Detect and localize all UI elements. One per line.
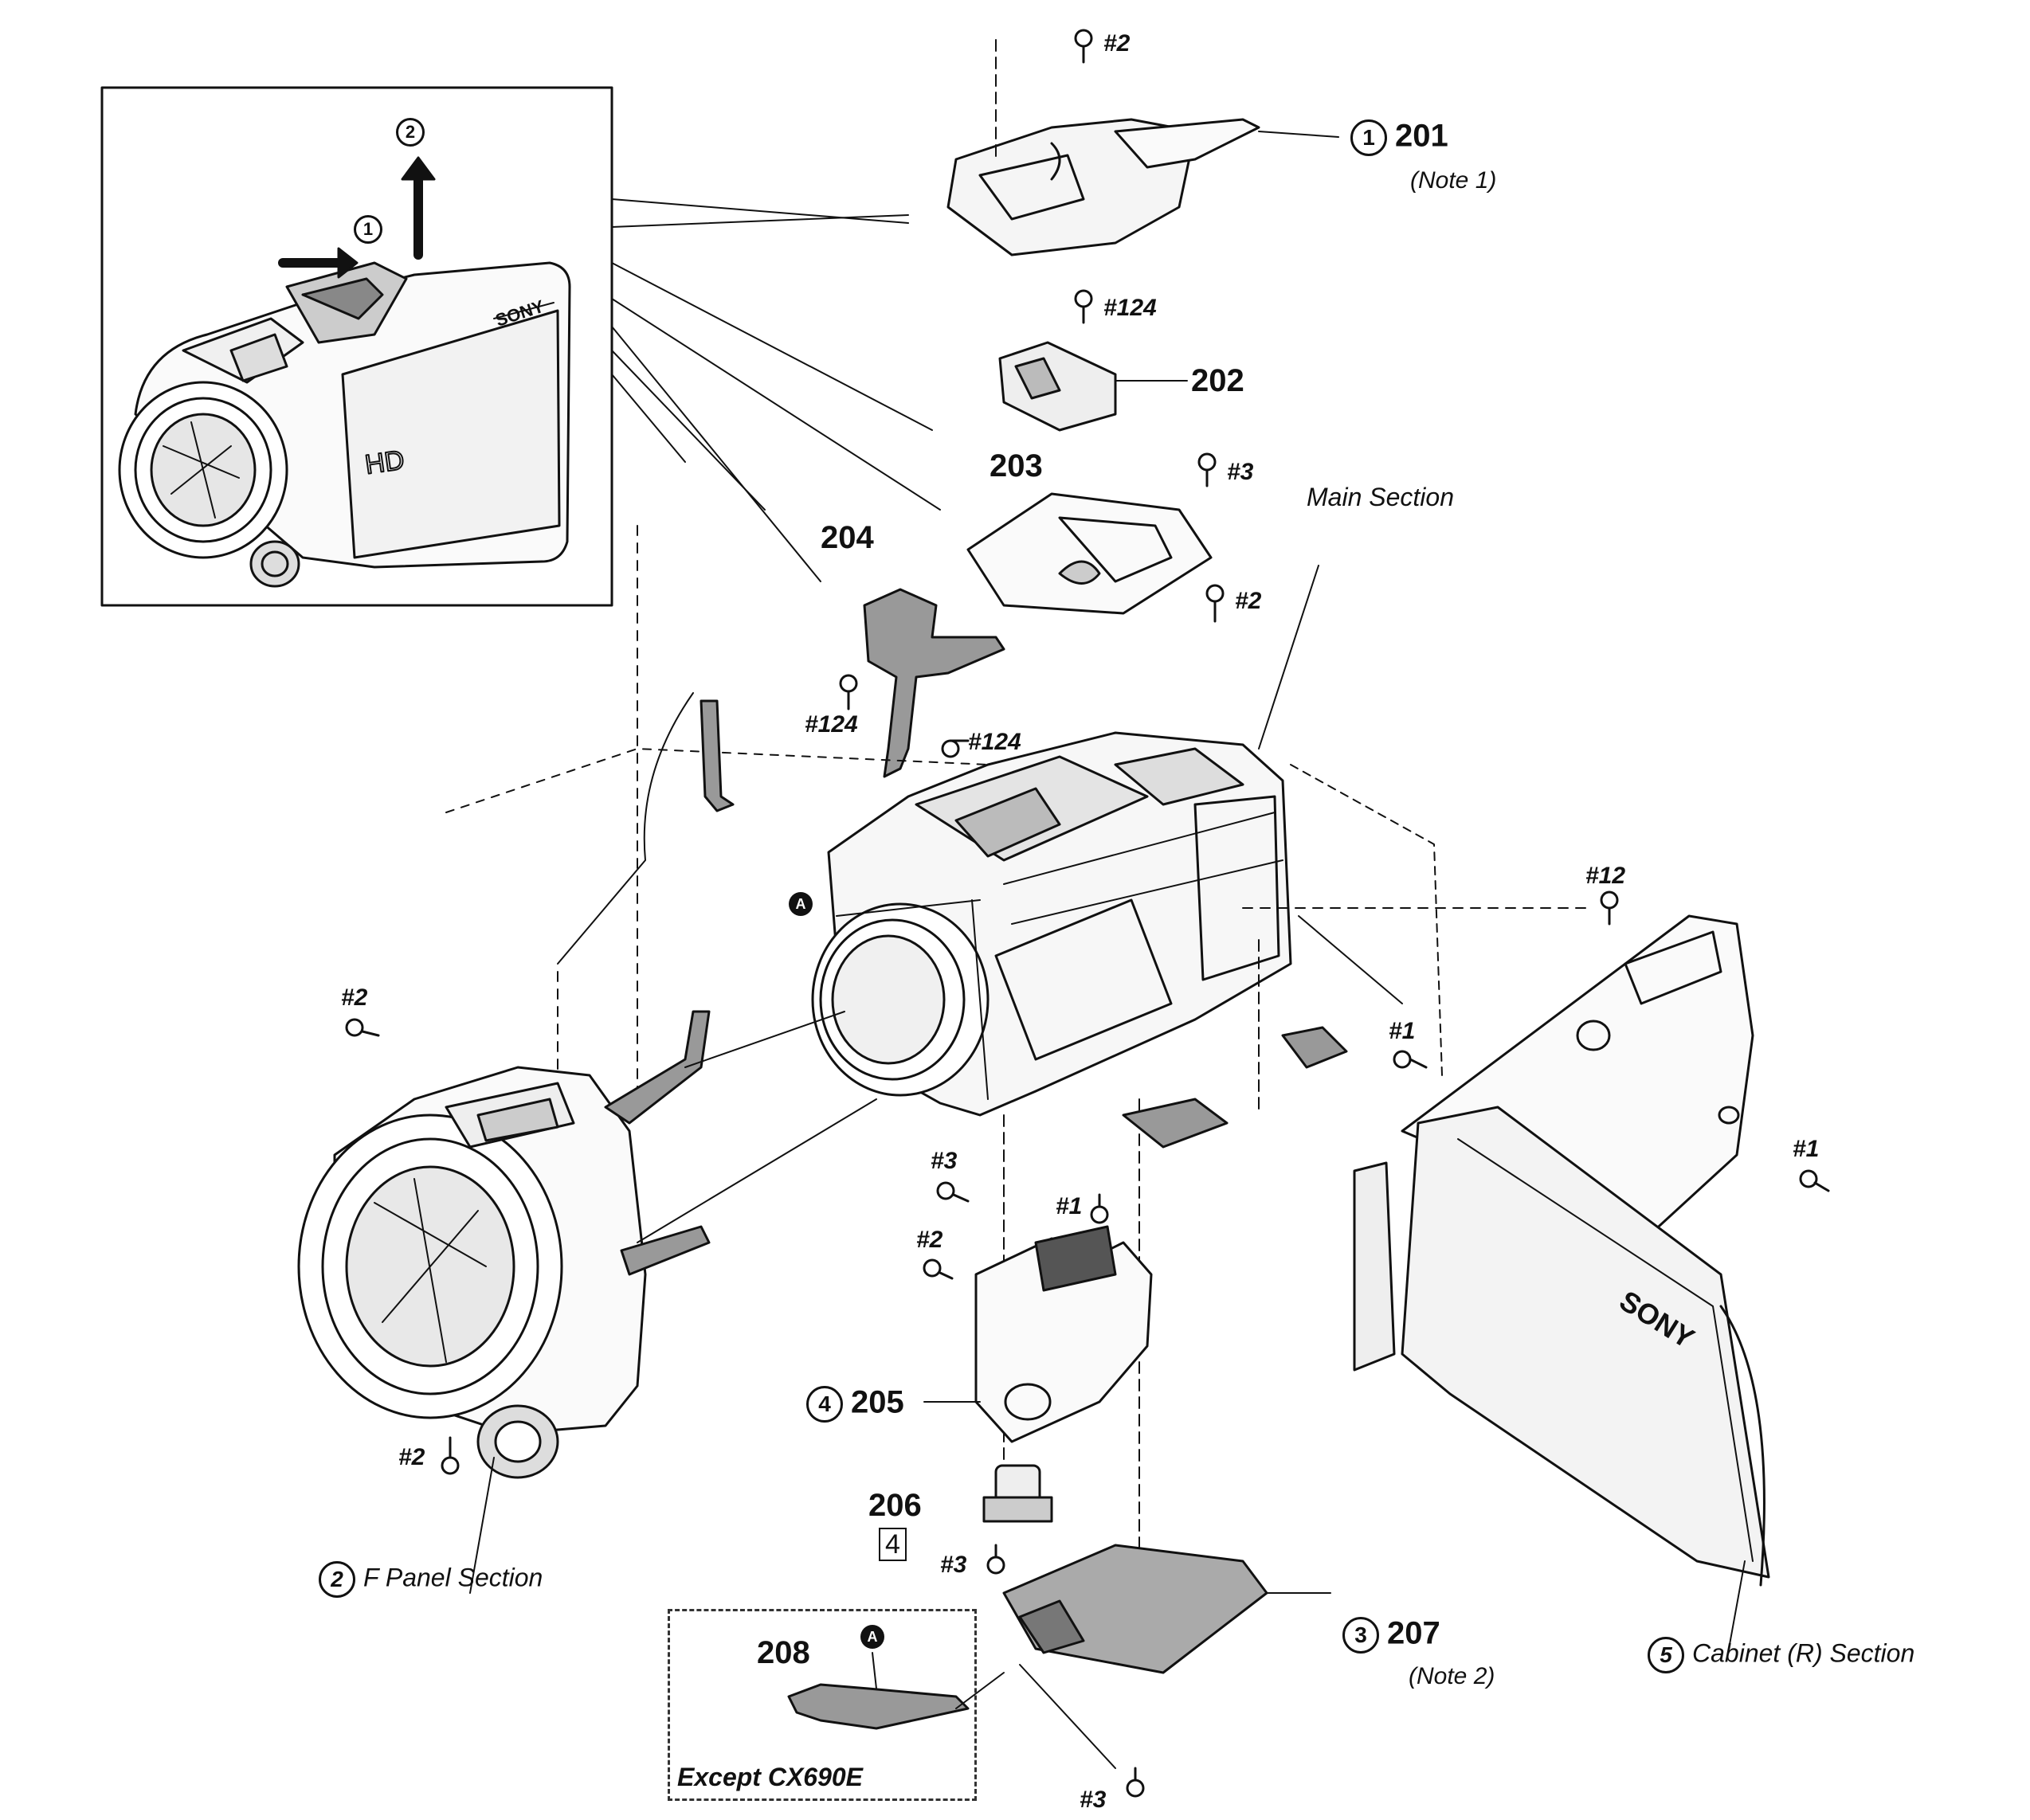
part-208-drawing — [787, 1652, 970, 1730]
except-cx690e-box — [668, 1609, 977, 1801]
cabinet-r-section-index: 5 — [1648, 1637, 1684, 1673]
part-208-label: 208 — [757, 1635, 810, 1670]
part-203-label: 203 — [990, 448, 1043, 483]
screw-label-124-left: #124 — [805, 711, 858, 738]
screw-label-3-low: #3 — [940, 1552, 967, 1578]
screw-label-3-main: #3 — [1227, 459, 1254, 485]
part-206-drawing — [982, 1464, 1053, 1523]
part-207-index: 3 — [1342, 1617, 1379, 1654]
part-201-drawing — [946, 118, 1339, 256]
cabinet-r-drawing: SONY — [1353, 914, 1770, 1587]
part-205-index: 4 — [806, 1386, 843, 1423]
part-207-note: (Note 2) — [1409, 1663, 1495, 1689]
marker-a-208: A — [860, 1625, 884, 1649]
screw-label-3-bottom: #3 — [1080, 1787, 1107, 1813]
part-201-note: (Note 1) — [1410, 167, 1497, 194]
marker-a-chassis: A — [789, 892, 813, 916]
part-206-box: 4 — [879, 1528, 907, 1561]
screw-label-2-left: #2 — [341, 984, 368, 1011]
screw-label-124-top: #124 — [1103, 295, 1157, 321]
part-202-drawing — [998, 341, 1188, 432]
screw-label-124-right: #124 — [968, 729, 1021, 755]
f-panel-section-index: 2 — [319, 1561, 355, 1598]
screw-label-2-mid: #2 — [916, 1227, 943, 1253]
screw-label-3-mid: #3 — [931, 1148, 958, 1174]
inset-step-1-marker: 1 — [354, 215, 382, 244]
part-204-drawing — [863, 588, 1005, 778]
screw-label-2-top: #2 — [1103, 30, 1131, 57]
screw-label-12: #12 — [1585, 863, 1626, 889]
main-section-label: Main Section — [1307, 483, 1454, 511]
screw-label-2-bottom: #2 — [398, 1444, 425, 1470]
screw-label-1-mid: #1 — [1056, 1193, 1083, 1219]
screw-label-1-far: #1 — [1793, 1136, 1820, 1162]
part-201-index: 1 — [1350, 119, 1387, 156]
screw-glyphs — [345, 29, 1830, 1798]
except-cx690e-label: Except CX690E — [677, 1763, 864, 1791]
f-panel-drawing — [297, 1010, 877, 1479]
screw-label-1-right: #1 — [1389, 1018, 1416, 1044]
inset-step-2-marker: 2 — [396, 118, 425, 147]
part-204-label: 204 — [821, 520, 874, 555]
main-chassis-drawing — [811, 731, 1292, 1117]
part-203-drawing — [966, 492, 1213, 615]
part-205-drawing — [923, 1225, 1153, 1443]
svg-text:HD: HD — [363, 444, 406, 479]
part-207-drawing — [1002, 1544, 1331, 1674]
inset-camera-illustration: SONY HD — [100, 86, 613, 607]
part-206-label: 206 — [868, 1488, 922, 1523]
screw-label-2-main: #2 — [1235, 588, 1262, 614]
part-202-label: 202 — [1191, 363, 1244, 398]
